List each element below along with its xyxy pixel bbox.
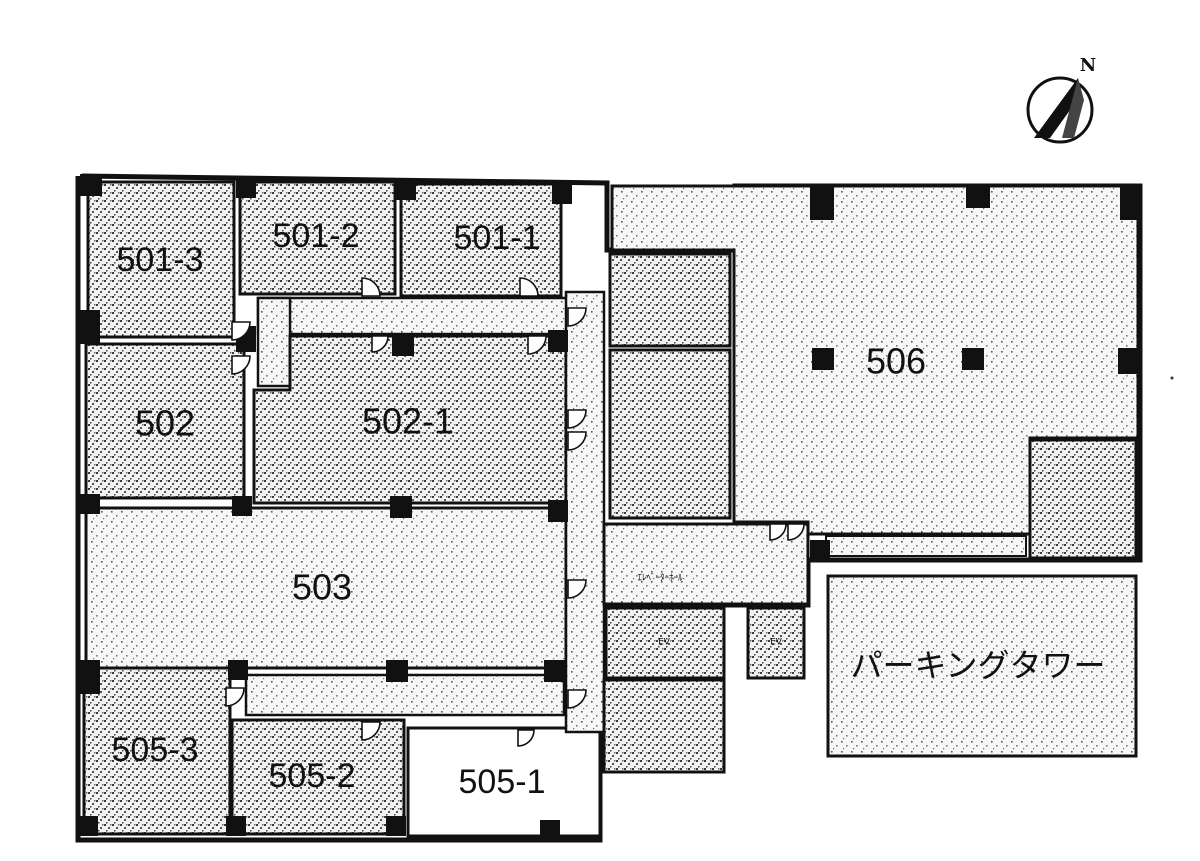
room-505-2-label: 505-2 [269,757,356,795]
room-506-label: 506 [866,341,926,382]
room-501-2 [238,180,397,296]
north-compass: N [1026,55,1096,144]
parking-tower [826,574,1138,758]
room-506-strip [825,535,1027,557]
outer-walls [75,173,1143,843]
compass-needle-icon [1034,78,1080,138]
room-501-2-label: 501-2 [273,217,360,255]
upper-corridor-spur [256,296,292,388]
elevator-hall-label: ｴﾚﾍﾞｰﾀｰﾎｰﾙ [637,573,683,584]
room-506-annex [1028,438,1138,560]
stray-dot [1170,376,1174,380]
room-505-3-label: 505-3 [112,731,199,769]
room-501-3 [86,180,236,339]
north-label: N [1080,55,1096,76]
room-502-1-label: 502-1 [362,401,454,442]
room-505-3 [82,666,232,836]
room-503-label: 503 [292,567,352,608]
service-room-lower [602,678,726,774]
room-501-1 [399,182,563,298]
room-502-label: 502 [135,403,195,444]
room-505-2 [230,718,406,836]
service-room-upper [608,252,732,348]
room-505-1-label: 505-1 [459,763,546,801]
central-corridor [564,290,606,734]
parking-tower-label: パーキングタワー [850,647,1105,683]
elevator-1 [604,606,726,680]
service-room-middle [608,348,732,520]
elevator-1-label: EV [658,638,671,648]
door-symbols [225,277,805,747]
elevator-2-label: EV [770,638,783,648]
elevator-2 [746,606,806,680]
structural-columns [78,174,1142,840]
room-501-1-label: 501-1 [454,219,541,257]
room-505-1 [406,726,602,838]
room-502 [84,342,246,500]
room-501-3-label: 501-3 [117,241,204,279]
upper-corridor [256,296,570,336]
